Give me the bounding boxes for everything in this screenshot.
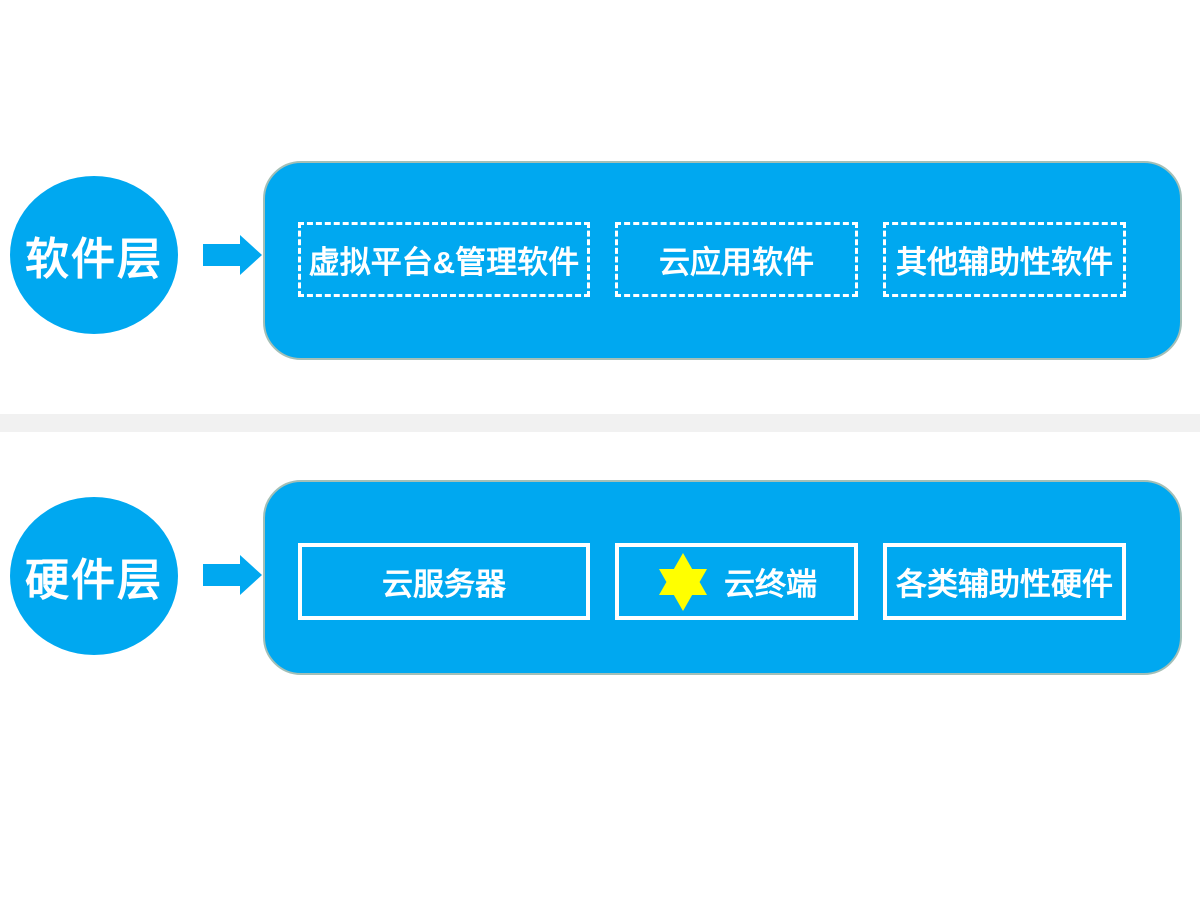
hardware-panel: 云服务器 云终端 各类辅助性硬件 <box>263 480 1182 675</box>
software-item-cloud-app: 云应用软件 <box>615 222 858 297</box>
hardware-item-label: 云服务器 <box>382 567 506 602</box>
hexagram-star-icon <box>659 552 707 611</box>
software-item-label: 虚拟平台&管理软件 <box>308 245 580 280</box>
software-right-arrow-icon <box>203 235 262 275</box>
hardware-item-cloud-terminal: 云终端 <box>615 543 858 620</box>
hardware-item-label: 各类辅助性硬件 <box>896 567 1113 602</box>
hardware-item-label: 云终端 <box>724 567 817 602</box>
software-item-virtual-platform: 虚拟平台&管理软件 <box>298 222 590 297</box>
hardware-layer-circle: 硬件层 <box>10 497 178 655</box>
hardware-layer-label: 硬件层 <box>25 556 163 605</box>
software-item-label: 其他辅助性软件 <box>896 245 1113 280</box>
software-item-other-auxiliary: 其他辅助性软件 <box>883 222 1126 297</box>
software-item-label: 云应用软件 <box>659 245 814 280</box>
hardware-item-cloud-server: 云服务器 <box>298 543 590 620</box>
software-panel: 虚拟平台&管理软件 云应用软件 其他辅助性软件 <box>263 161 1182 360</box>
hardware-item-other-auxiliary: 各类辅助性硬件 <box>883 543 1126 620</box>
hardware-right-arrow-icon <box>203 555 262 595</box>
software-layer-circle: 软件层 <box>10 176 178 334</box>
software-layer-label: 软件层 <box>25 235 163 284</box>
section-divider <box>0 414 1200 432</box>
